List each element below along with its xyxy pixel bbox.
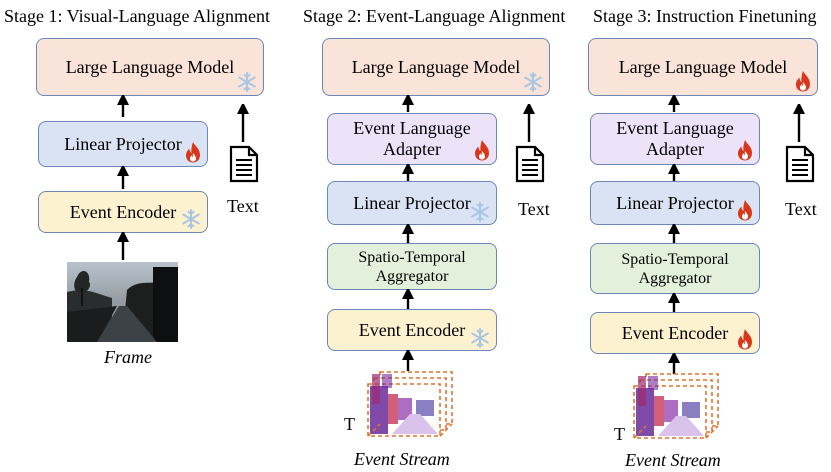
stage-2-arrow-adapter-llm xyxy=(402,95,414,112)
stage-2-aggregator-label: Spatio-Temporal Aggregator xyxy=(358,248,466,285)
flame-icon xyxy=(735,199,755,221)
flame-icon xyxy=(183,141,203,163)
stage-1-arrow-projector-llm xyxy=(117,95,129,117)
stage-3-llm-box: Large Language Model xyxy=(588,38,818,96)
document-icon xyxy=(785,145,815,183)
stage-1-arrow-frame-encoder xyxy=(117,232,129,260)
stage-2-adapter-label: Event Language Adapter xyxy=(353,118,471,159)
stage-3-adapter-label: Event Language Adapter xyxy=(616,118,734,159)
stage-3-text-label: Text xyxy=(785,199,817,219)
stage-2-aggregator-box: Spatio-Temporal Aggregator xyxy=(327,243,497,290)
stage-1-encoder-box: Event Encoder xyxy=(38,191,208,233)
flame-icon xyxy=(793,70,813,92)
stage-2-arrow-projector-adapter xyxy=(402,164,414,181)
stage-3-arrow-aggregator-projector xyxy=(668,224,680,243)
stage-3-time-label: T xyxy=(614,424,625,444)
stage-1-title: Stage 1: Visual-Language Alignment xyxy=(4,6,271,26)
stage-3-llm-label: Large Language Model xyxy=(618,56,788,77)
stage-3-input-caption: Event Stream xyxy=(625,450,721,470)
stage-2-text-label: Text xyxy=(518,199,550,219)
stage-3-arrow-events-encoder xyxy=(668,353,680,374)
stage-2-arrow-events-encoder xyxy=(402,350,414,371)
stage-3-arrow-projector-adapter xyxy=(668,164,680,181)
stage-3-encoder-box: Event Encoder xyxy=(590,312,760,354)
stage-2-projector-box: Linear Projector xyxy=(327,181,497,225)
stage-2-arrow-aggregator-projector xyxy=(402,224,414,243)
snowflake-icon xyxy=(470,327,490,349)
flame-icon xyxy=(735,328,755,350)
event-stream-image xyxy=(367,371,453,437)
event-stream-image xyxy=(633,373,719,439)
stage-1-input-caption: Frame xyxy=(104,347,152,367)
stage-2-arrow-text-llm xyxy=(523,104,535,142)
frame-image xyxy=(67,262,178,342)
snowflake-icon xyxy=(237,71,257,93)
flame-icon xyxy=(472,139,492,161)
stage-2-title: Stage 2: Event-Language Alignment xyxy=(303,6,566,26)
stage-2-encoder-box: Event Encoder xyxy=(327,309,497,351)
stage-2-encoder-label: Event Encoder xyxy=(358,319,466,340)
stage-2-time-label: T xyxy=(344,414,355,434)
stage-1-encoder-label: Event Encoder xyxy=(69,201,177,222)
stage-2-arrow-encoder-aggregator xyxy=(402,289,414,309)
stage-3-title: Stage 3: Instruction Finetuning xyxy=(593,6,817,26)
stage-1-text-label: Text xyxy=(227,196,259,216)
stage-1-llm-box: Large Language Model xyxy=(36,38,264,96)
snowflake-icon xyxy=(181,208,201,230)
stage-2-llm-label: Large Language Model xyxy=(351,56,521,77)
stage-3-arrow-encoder-aggregator xyxy=(668,293,680,312)
stage-2-input-caption: Event Stream xyxy=(354,449,450,469)
stage-3-projector-box: Linear Projector xyxy=(590,181,760,225)
stage-3-adapter-box: Event Language Adapter xyxy=(590,113,760,165)
stage-1-llm-label: Large Language Model xyxy=(65,56,235,77)
stage-2-llm-box: Large Language Model xyxy=(322,38,550,96)
snowflake-icon xyxy=(470,201,490,223)
stage-3-aggregator-box: Spatio-Temporal Aggregator xyxy=(590,243,760,294)
flame-icon xyxy=(735,139,755,161)
stage-1-arrow-encoder-projector xyxy=(117,166,129,189)
stage-2-projector-label: Linear Projector xyxy=(353,192,471,213)
stage-3-projector-label: Linear Projector xyxy=(616,192,734,213)
stage-1-projector-label: Linear Projector xyxy=(64,133,182,154)
document-icon xyxy=(515,145,545,183)
stage-3-encoder-label: Event Encoder xyxy=(621,322,729,343)
document-icon xyxy=(229,145,259,183)
stage-2-adapter-box: Event Language Adapter xyxy=(327,113,497,165)
stage-3-arrow-adapter-llm xyxy=(668,95,680,112)
stage-3-arrow-text-llm xyxy=(793,104,805,142)
stage-3-aggregator-label: Spatio-Temporal Aggregator xyxy=(621,250,729,287)
stage-1-projector-box: Linear Projector xyxy=(38,121,208,167)
snowflake-icon xyxy=(523,71,543,93)
stage-1-arrow-text-llm xyxy=(237,104,249,142)
